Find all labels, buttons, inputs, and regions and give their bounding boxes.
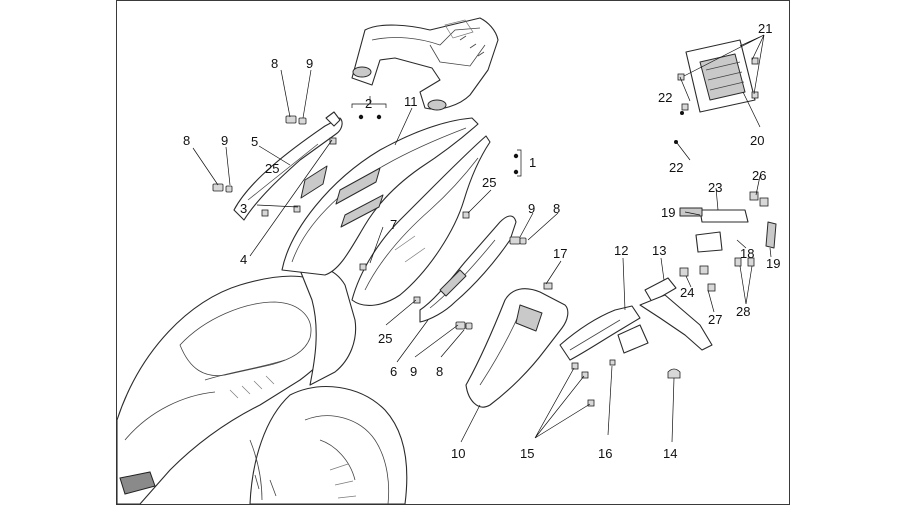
plate-frame-part-20 <box>685 39 756 113</box>
callout-5: 5 <box>251 134 258 149</box>
callout-25-left: 25 <box>265 161 279 176</box>
fasteners <box>212 57 769 407</box>
callout-10: 10 <box>451 446 465 461</box>
callout-19-left: 19 <box>661 205 675 220</box>
callout-8-top: 8 <box>271 56 278 71</box>
callout-9-right: 9 <box>528 201 535 216</box>
callout-19-right: 19 <box>766 256 780 271</box>
callout-21: 21 <box>758 21 772 36</box>
grab-handle-part-5 <box>233 111 343 221</box>
callout-26: 26 <box>752 168 766 183</box>
callout-1: 1 <box>529 155 536 170</box>
tail-left-fairing <box>281 117 479 276</box>
motorcycle-rear-illustration <box>116 266 408 505</box>
callout-18: 18 <box>740 246 754 261</box>
callout-11: 11 <box>404 94 418 109</box>
callout-12: 12 <box>614 243 628 258</box>
callout-9-bottom: 9 <box>410 364 417 379</box>
callout-25-bottom: 25 <box>378 331 392 346</box>
callout-16: 16 <box>598 446 612 461</box>
tail-right-fairing <box>419 215 517 323</box>
callout-8-right: 8 <box>553 201 560 216</box>
callout-23: 23 <box>708 180 722 195</box>
callout-28: 28 <box>736 304 750 319</box>
callout-2: 2 <box>365 96 372 111</box>
rear-luggage-rack <box>351 17 499 111</box>
group-brackets <box>351 103 522 177</box>
tail-cover-part-7 <box>351 135 491 306</box>
callout-7: 7 <box>390 217 397 232</box>
callout-25-top: 25 <box>482 175 496 190</box>
callout-9-top: 9 <box>306 56 313 71</box>
callout-22-lower: 22 <box>669 160 683 175</box>
license-plate-holder-part-12 <box>559 305 649 361</box>
callout-13: 13 <box>652 243 666 258</box>
rear-mudguard-part-10 <box>465 288 569 408</box>
callout-24: 24 <box>680 285 694 300</box>
callout-14: 14 <box>663 446 677 461</box>
callout-8-left: 8 <box>183 133 190 148</box>
callout-3: 3 <box>240 201 247 216</box>
callout-22-upper: 22 <box>658 90 672 105</box>
callout-15: 15 <box>520 446 534 461</box>
callout-labels: 1 2 3 4 5 6 7 8 8 8 8 9 9 9 9 10 11 12 1… <box>183 21 780 461</box>
callout-17: 17 <box>553 246 567 261</box>
callout-20: 20 <box>750 133 764 148</box>
callout-6: 6 <box>390 364 397 379</box>
callout-9-left: 9 <box>221 133 228 148</box>
leader-lines <box>192 34 772 443</box>
callout-27: 27 <box>708 312 722 327</box>
indicator-bracket-part-23 <box>679 207 777 253</box>
callout-8-bottom: 8 <box>436 364 443 379</box>
callout-4: 4 <box>240 252 247 267</box>
tail-light-part-13 <box>639 277 713 351</box>
